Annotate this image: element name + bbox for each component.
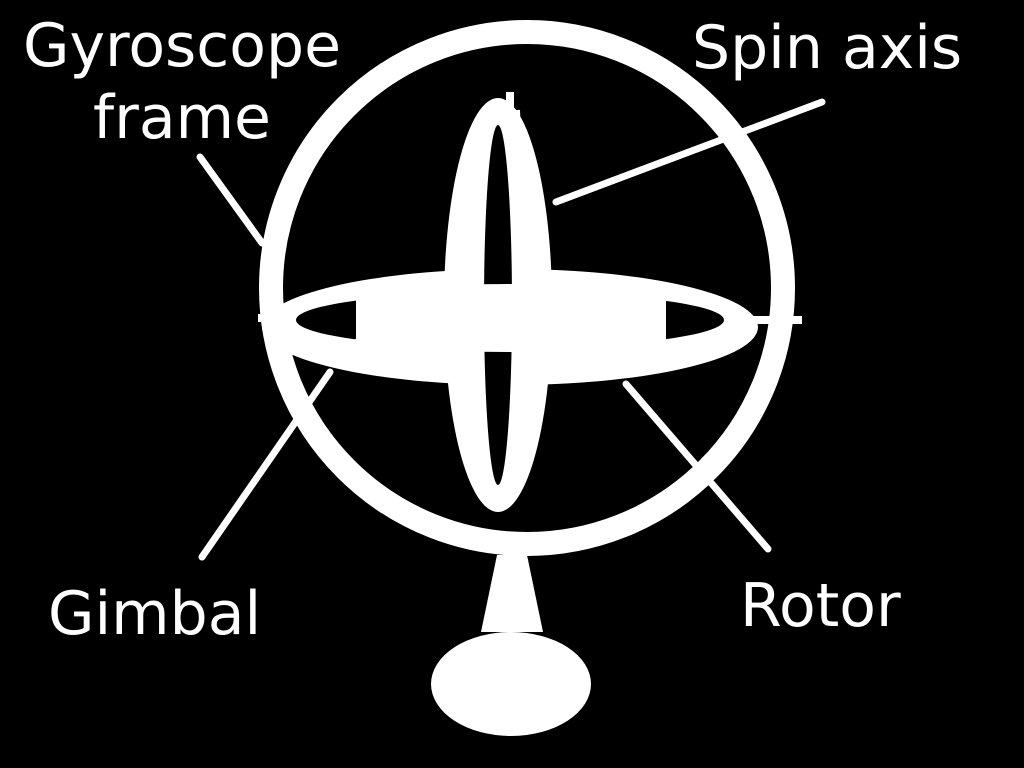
spin-axis-leader-line (552, 98, 826, 206)
spin-axis (506, 92, 525, 388)
gimbal-leader-line (198, 368, 334, 561)
pedestal-stem (481, 555, 543, 632)
gyroscope-frame-label-line1: Gyroscope (22, 11, 342, 81)
rotor-label: Rotor (740, 571, 901, 641)
gyroscope-frame-leader-line (196, 153, 266, 247)
gyroscope-frame-label: Gyroscope frame (10, 10, 354, 154)
rotor-disc (355, 284, 666, 352)
gimbal-label: Gimbal (48, 579, 262, 649)
gyroscope-frame-ring (259, 20, 795, 556)
gyroscope-frame-label-line2: frame (93, 83, 271, 153)
pedestal (431, 555, 591, 736)
pedestal-base (431, 632, 591, 736)
spin-axis-label: Spin axis (692, 13, 963, 83)
rotor-leader-line (622, 380, 772, 553)
